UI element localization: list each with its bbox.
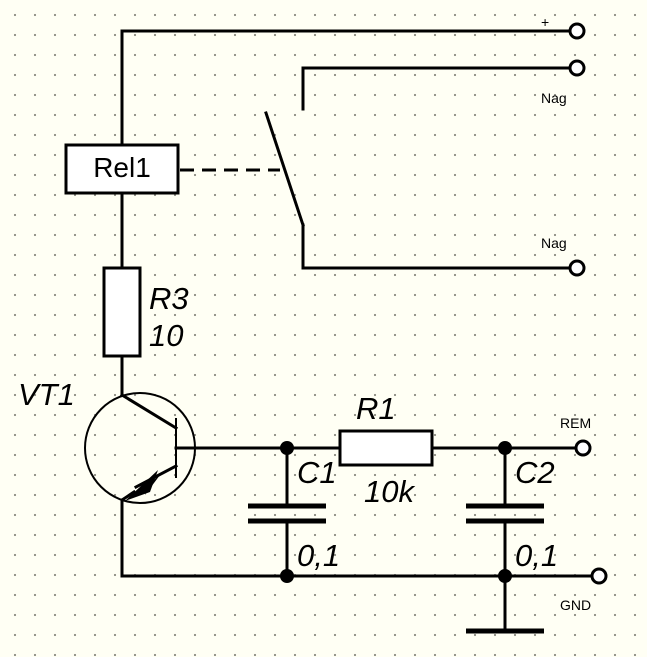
r1-name: R1 xyxy=(356,391,396,426)
nag-bottom-wire xyxy=(301,223,572,270)
relay-label: Rel1 xyxy=(93,152,151,183)
resistor-r3 xyxy=(102,266,142,358)
plus-terminal[interactable] xyxy=(568,22,586,40)
r3-name: R3 xyxy=(149,281,189,316)
supply-wire xyxy=(120,29,577,147)
vt1-label: VT1 xyxy=(18,377,75,412)
c1-value: 0,1 xyxy=(297,538,340,573)
r3-value: 10 xyxy=(149,318,183,353)
nag-bottom-label: Nag xyxy=(541,235,567,251)
junction-c2-top xyxy=(498,441,512,455)
nag-top-terminal[interactable] xyxy=(568,59,586,77)
r1-value: 10k xyxy=(364,474,415,509)
nag-top-wire xyxy=(301,66,572,111)
gnd-terminal[interactable] xyxy=(590,567,608,585)
gnd-label: GND xyxy=(560,597,591,613)
capacitor-c2 xyxy=(466,446,544,578)
nag-bottom-terminal[interactable] xyxy=(568,259,586,277)
rem-label: REM xyxy=(560,415,591,431)
nag-top-label: Nag xyxy=(541,90,567,106)
relay-switch-blade xyxy=(264,111,305,227)
junction-c1-bottom xyxy=(280,569,294,583)
resistor-r1 xyxy=(338,429,434,467)
rem-terminal[interactable] xyxy=(574,439,592,457)
capacitor-c1 xyxy=(248,446,326,578)
junction-c1-top xyxy=(280,441,294,455)
c2-value: 0,1 xyxy=(515,538,558,573)
plus-label: + xyxy=(541,14,549,30)
c1-name: C1 xyxy=(297,455,337,490)
ground-rail-wire xyxy=(120,498,596,578)
c2-name: C2 xyxy=(515,455,555,490)
transistor-vt1 xyxy=(84,392,196,504)
